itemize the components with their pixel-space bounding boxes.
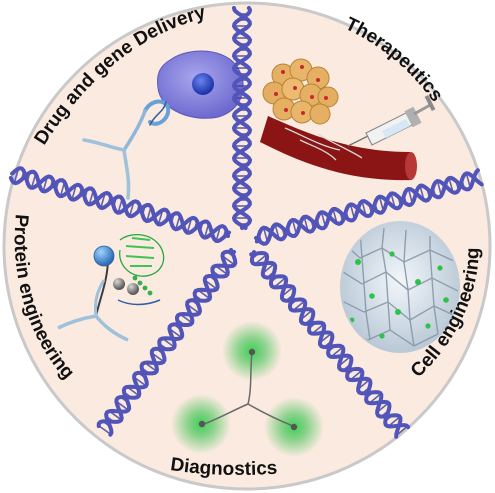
dna-vehicle-icon <box>82 99 171 200</box>
dna-backbone-2 <box>254 171 484 244</box>
syringe-icon <box>347 94 436 147</box>
dna-helix-arms <box>8 6 484 439</box>
dna-helix-upper-left-icon <box>8 166 231 244</box>
dna-backbone-1 <box>231 6 253 230</box>
dna-backbone-1 <box>96 249 236 429</box>
dna-helix-top-icon <box>231 6 253 230</box>
dna-backbone-1 <box>10 166 230 240</box>
dna-backbone-2 <box>249 250 403 439</box>
dna-backbone-1 <box>249 250 411 429</box>
dna-helix-lower-left-icon <box>96 247 238 437</box>
dna-backbone-2 <box>8 169 231 244</box>
cell-icon <box>157 50 244 119</box>
glow-probe-icon <box>171 321 324 457</box>
hydrogel-icon <box>340 221 460 353</box>
protein-icon <box>57 234 165 342</box>
blood-vessel-icon <box>260 116 417 181</box>
dna-backbone-2 <box>104 247 238 437</box>
adipose-cells-icon <box>262 58 339 125</box>
dna-base-pair <box>98 424 112 436</box>
dna-helix-upper-right-icon <box>254 168 484 246</box>
dna-backbone-2 <box>231 6 252 230</box>
dna-backbone-1 <box>254 168 480 246</box>
dna-helix-lower-right-icon <box>249 250 411 439</box>
